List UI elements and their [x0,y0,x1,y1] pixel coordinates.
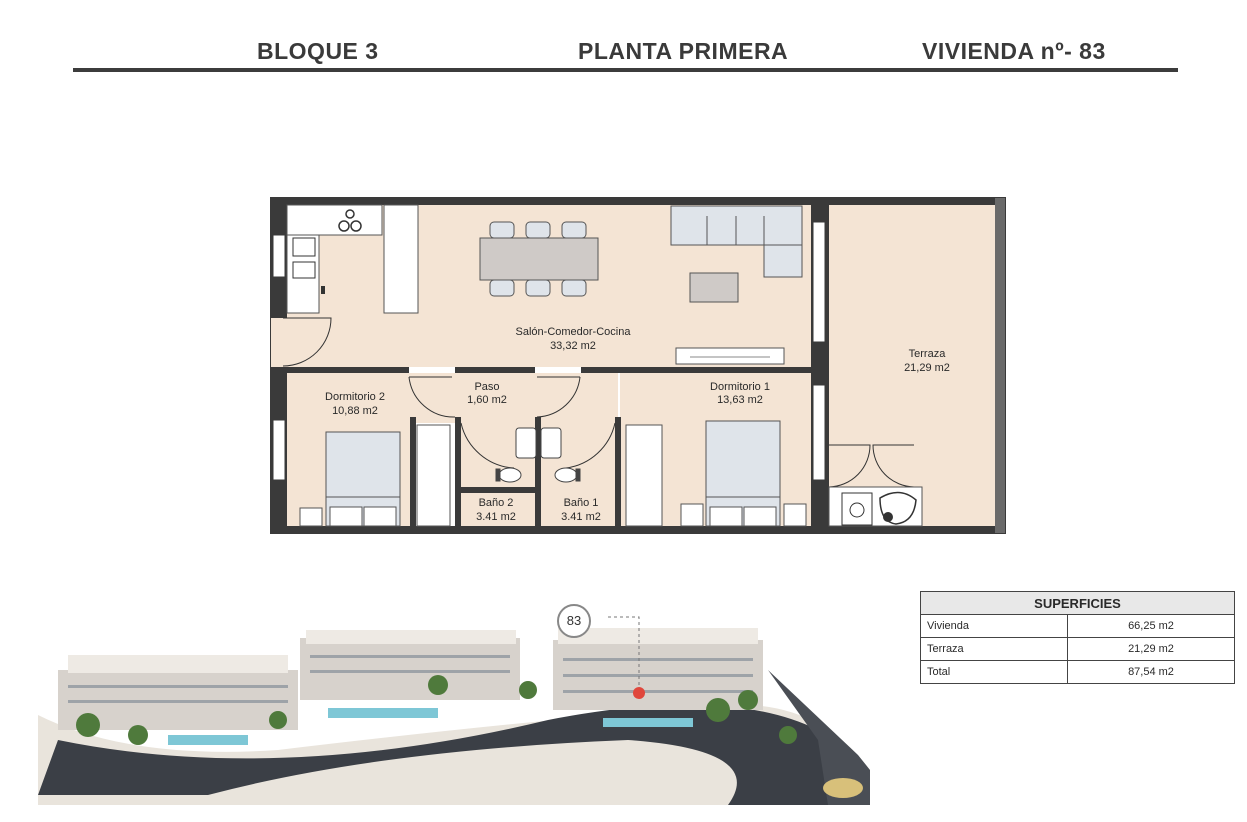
dormitorio2-area: 10,88 m2 [332,405,378,417]
bano1-area: 3.41 m2 [561,511,601,523]
dormitorio2-label: Dormitorio 2 [325,391,385,403]
kitchen [286,204,419,314]
row-label: Terraza [920,637,1068,661]
paso-floor [410,373,618,423]
floor-plan: Salón-Comedor-Cocina 33,32 m2 Terraza 21… [270,197,1006,534]
bano1-label: Baño 1 [564,497,599,509]
entry-door [282,317,332,367]
wardrobe-dormitorio-2 [416,424,451,527]
unit-title: VIVIENDA nº- 83 [922,38,1106,64]
table-row: Vivienda 66,25 m2 [920,614,1235,638]
terraza-floor [829,205,995,529]
terraza-doors [828,444,915,488]
paso-label: Paso [474,381,499,393]
unit-marker: 83 [557,604,591,638]
washer [841,492,873,526]
salon-area: 33,32 m2 [550,340,596,352]
sofa [670,205,803,278]
dormitorio1-area: 13,63 m2 [717,394,763,406]
windows [272,221,826,481]
dining-set [479,221,599,297]
bano2-area: 3.41 m2 [476,511,516,523]
terraza-area: 21,29 m2 [904,362,950,374]
unit-location-dot [633,687,645,699]
bed-dormitorio-2 [299,431,401,527]
header-rule [73,68,1178,72]
table-row: Total 87,54 m2 [920,660,1235,684]
row-value: 66,25 m2 [1067,614,1235,638]
paso-area: 1,60 m2 [467,394,507,406]
entry-floor [271,318,331,367]
aerial-view [38,616,870,805]
block-title: BLOQUE 3 [257,38,379,64]
coffee-table [689,272,739,303]
row-label: Total [920,660,1068,684]
tv-unit [675,347,785,365]
row-label: Vivienda [920,614,1068,638]
row-value: 87,54 m2 [1067,660,1235,684]
wardrobe-dormitorio-1 [625,424,663,527]
terraza-label: Terraza [909,348,947,360]
table-row: Terraza 21,29 m2 [920,637,1235,661]
bathroom-fixtures [495,427,581,483]
paso-doors [408,376,616,469]
bed-dormitorio-1 [680,420,807,527]
bano2-label: Baño 2 [479,497,514,509]
salon-label: Salón-Comedor-Cocina [516,326,632,338]
dormitorio1-label: Dormitorio 1 [710,381,770,393]
row-value: 21,29 m2 [1067,637,1235,661]
superficies-table: SUPERFICIES Vivienda 66,25 m2 Terraza 21… [920,591,1235,684]
floor-title: PLANTA PRIMERA [578,38,789,64]
superficies-title: SUPERFICIES [920,591,1235,615]
